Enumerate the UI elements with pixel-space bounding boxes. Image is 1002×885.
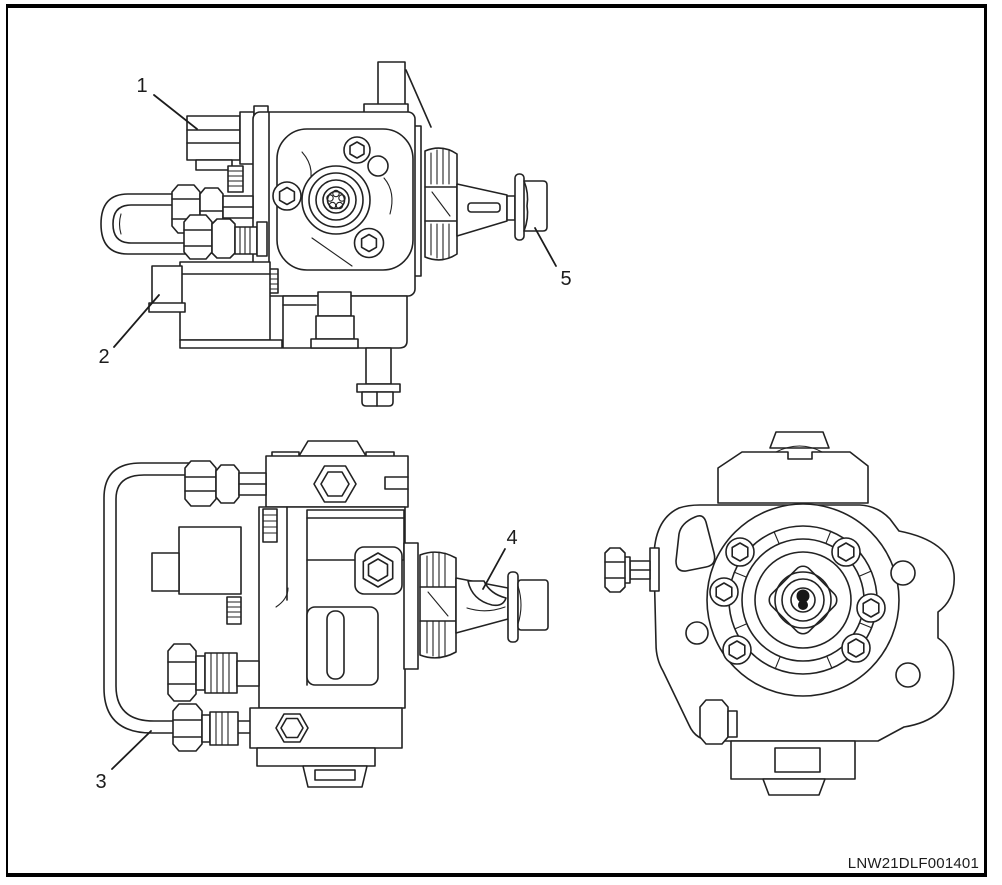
flange-hex-bolt [856,593,886,623]
leader-line-3 [111,730,152,770]
top-port-block [265,455,409,508]
drive-coupling [419,551,549,659]
pipe-fitting-middle [167,643,260,702]
side-plug-bolt [354,546,403,595]
left-stud-bolt [604,547,660,593]
pump-body [151,506,406,709]
cover-bolt [353,227,385,259]
leader-line-4 [482,548,506,590]
knurled-fitting [262,508,278,543]
flange-hex-bolt [725,537,755,567]
cover-bolt [343,136,371,164]
leader-line-1 [153,94,198,130]
drive-shaft-keyway [796,589,810,610]
electrical-connector [186,111,255,171]
front-bottom-bracket [730,740,856,796]
pipe-fitting-lower [183,214,268,260]
flange-triangle-cutout [675,515,716,572]
fuel-pipe-loop [100,193,187,255]
flange-hex-bolt [841,633,871,663]
flange-hex-bolt [709,577,739,607]
front-top-bracket [717,431,869,504]
knurled-fitting [227,165,244,193]
hub-lobes [326,189,346,210]
knurled-fitting [226,596,242,625]
shaft-notch [467,580,507,607]
figure-reference-code: LNW21DLF001401 [847,855,979,872]
pump-side-view-top [100,61,557,407]
flange-hole [895,662,921,688]
shaft-end-cap [523,180,548,232]
leader-line-2 [113,294,160,348]
pipe-fitting-bottom [172,703,239,752]
pump-front-view [604,431,955,796]
flange-hole [685,621,709,645]
flange-side-bolt [699,699,738,745]
cover-bolt [272,181,302,211]
coupling-mount-plate [403,542,419,670]
flange-hex-bolt [722,635,752,665]
pump-side-view-bottom [103,440,549,788]
flange-hex-bolt [831,537,861,567]
cover-hole [367,155,389,177]
pipe-fitting-top [184,460,267,507]
bottom-flange-block [282,291,408,349]
drive-coupling [424,147,525,261]
bottom-port-block [249,707,403,749]
callout-label-1: 1 [136,75,148,97]
solenoid-valve [148,261,283,349]
callout-label-3: 3 [95,771,107,793]
flange-hole [890,560,916,586]
bottom-stud [356,347,401,407]
bottom-bracket [256,747,376,788]
callout-label-2: 2 [98,346,110,368]
callout-label-5: 5 [560,268,572,290]
leader-line-5 [534,227,557,267]
callout-label-4: 4 [506,527,518,549]
fuel-pipe-loop-large [103,462,253,734]
